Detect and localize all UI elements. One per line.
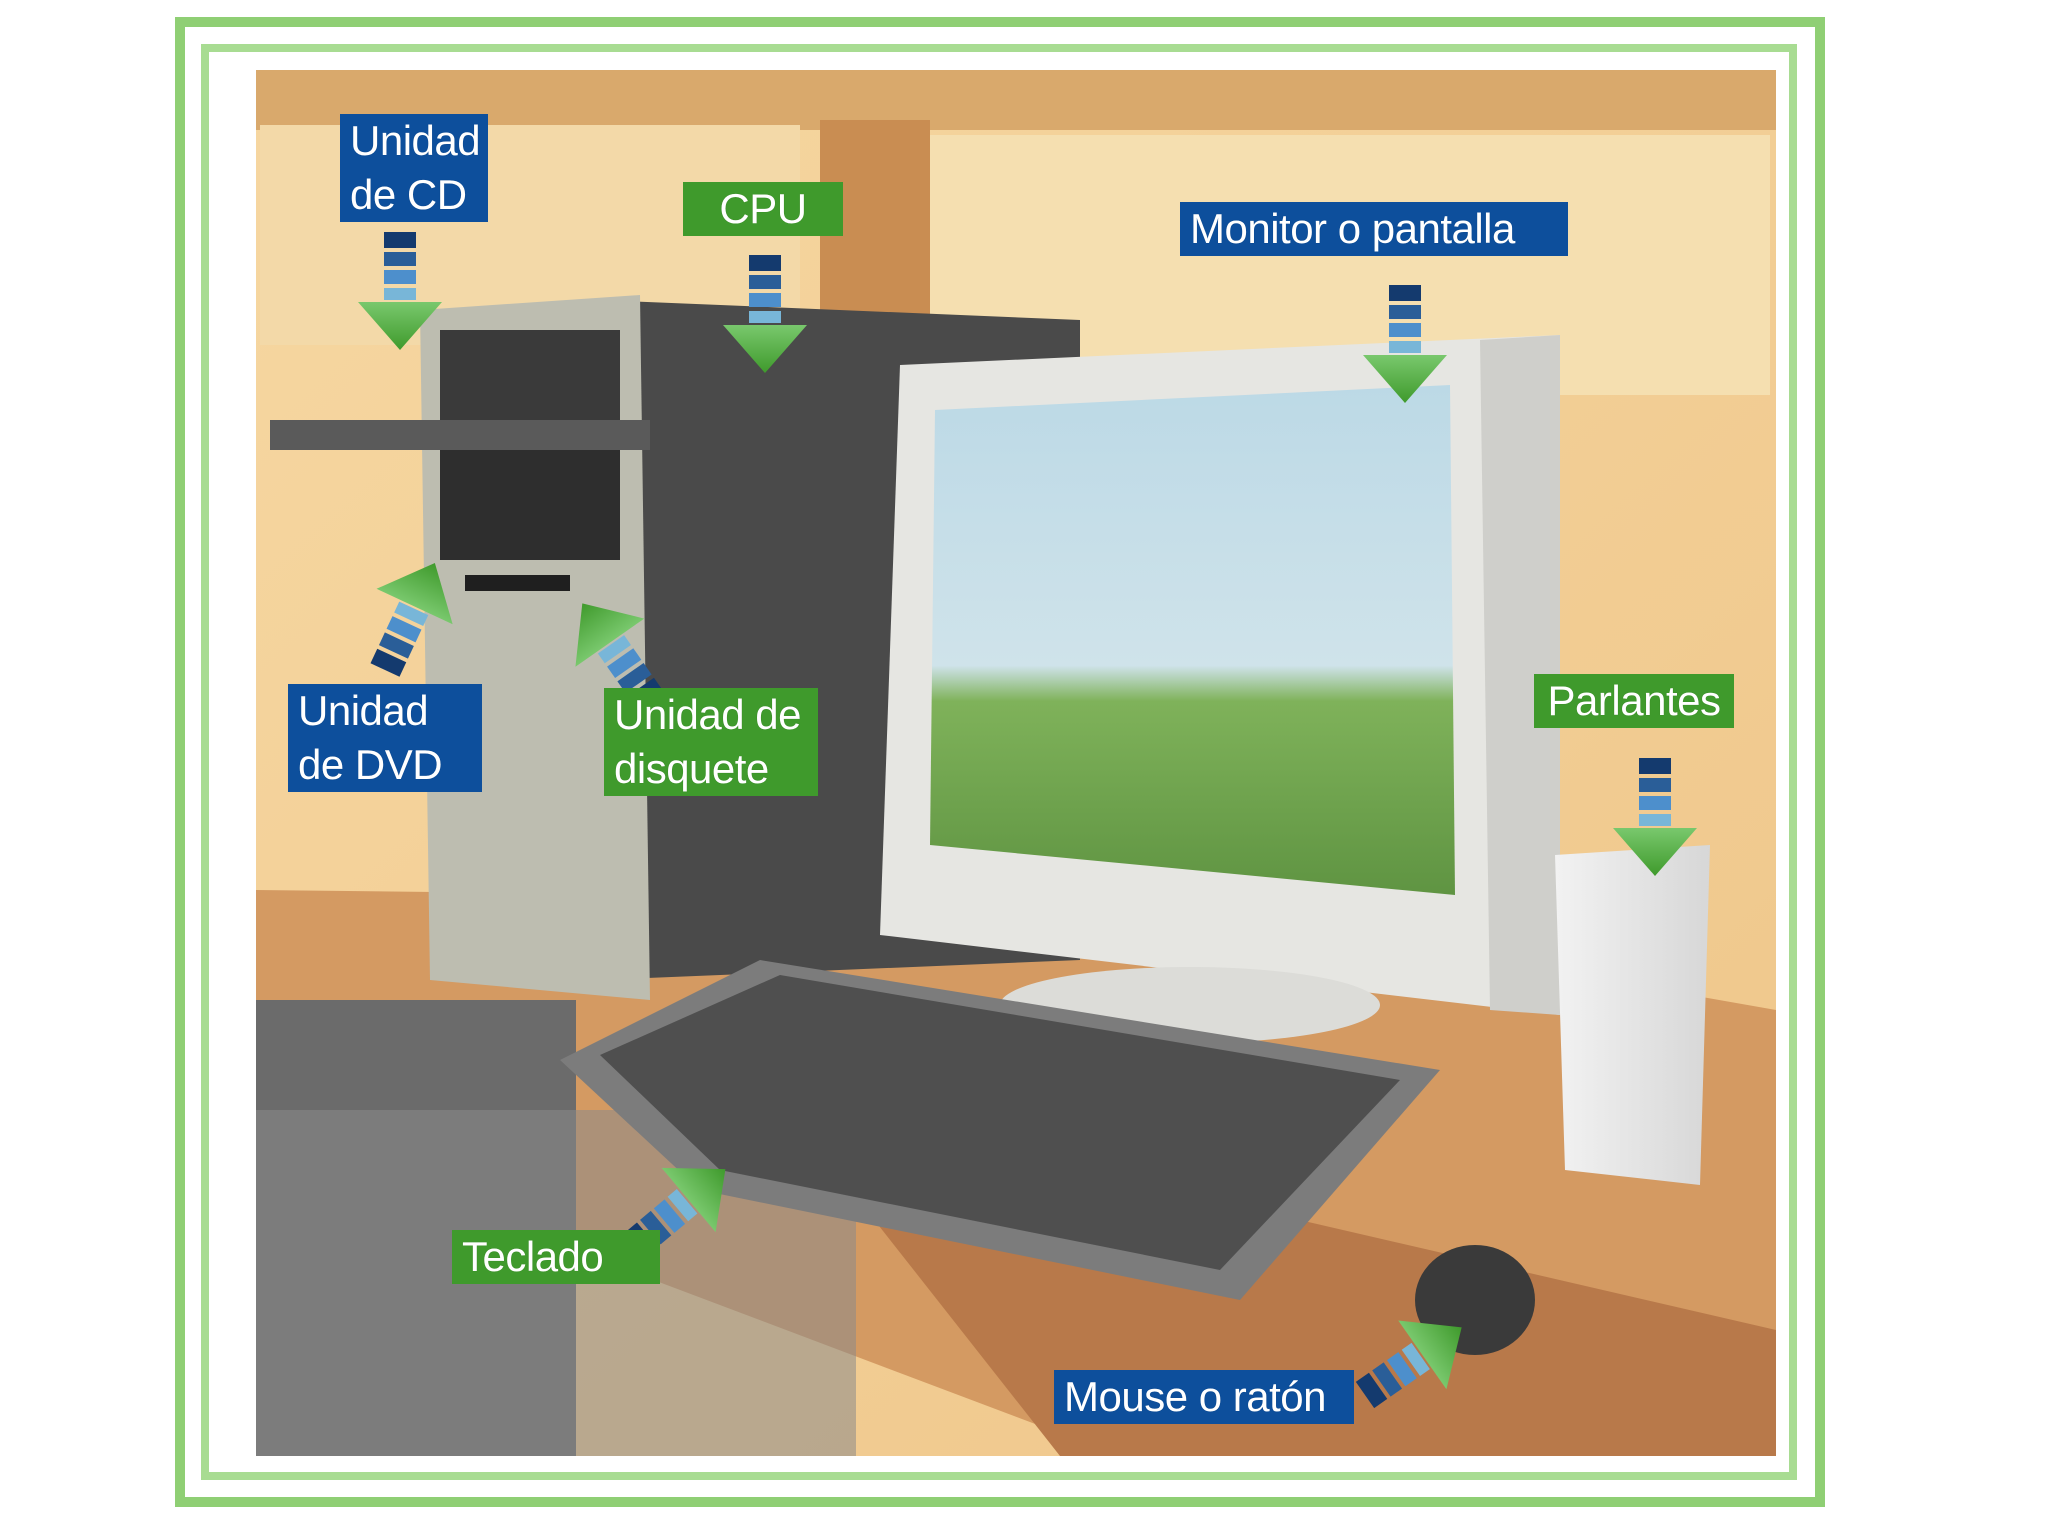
window-frame-top <box>256 70 1776 130</box>
inner-frame <box>201 44 1797 1480</box>
monitor-side <box>1480 335 1560 1015</box>
label-mouse: Mouse o ratón <box>1054 1370 1354 1424</box>
speaker-body <box>1555 845 1710 1185</box>
cpu-cable-shelf <box>270 420 650 450</box>
label-cpu: CPU <box>683 182 843 236</box>
floppy-drive-slot <box>465 575 570 591</box>
label-monitor: Monitor o pantalla <box>1180 202 1568 256</box>
monitor-screen <box>930 385 1455 895</box>
label-keyboard: Teclado <box>452 1230 660 1284</box>
dvd-drive-bay <box>440 440 620 560</box>
cd-drive-bay <box>440 330 620 430</box>
outer-frame <box>175 17 1825 1507</box>
label-speakers: Parlantes <box>1534 674 1734 728</box>
label-cd-drive: Unidad de CD <box>340 114 488 222</box>
label-dvd-drive: Unidad de DVD <box>288 684 482 792</box>
keyboard-keys <box>600 975 1400 1270</box>
label-floppy-drive: Unidad de disquete <box>604 688 818 796</box>
